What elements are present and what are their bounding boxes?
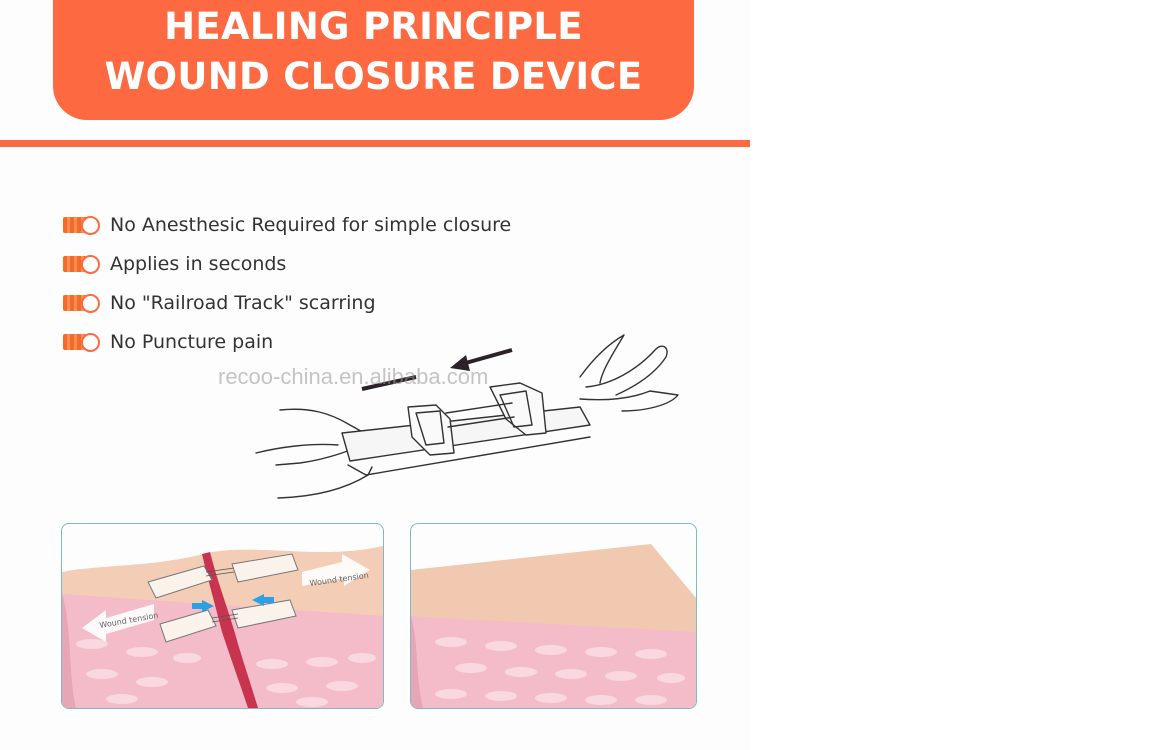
feature-item: Applies in seconds [63,244,511,283]
feature-item: No Puncture pain [63,322,511,361]
feature-label: No Anesthesic Required for simple closur… [110,213,512,236]
feature-label: No Puncture pain [110,330,274,353]
toggle-switch-icon [63,332,100,352]
wound-tension-diagram: Wound tension Wound tension [61,523,384,709]
toggle-switch-icon [63,254,100,274]
title-line-1: HEALING PRINCIPLE [164,5,583,48]
left-arrow-icon [361,348,513,391]
watermark: recoo-china.en.alibaba.com [218,364,489,389]
toggle-switch-icon [63,215,100,235]
healed-skin-diagram [410,523,697,709]
feature-list: No Anesthesic Required for simple closur… [63,205,511,361]
feature-label: No "Railroad Track" scarring [110,291,376,314]
feature-label: Applies in seconds [110,252,287,275]
title-line-2: WOUND CLOSURE DEVICE [104,55,643,98]
feature-item: No "Railroad Track" scarring [63,283,511,322]
product-info-panel: HEALING PRINCIPLE WOUND CLOSURE DEVICE N… [0,0,750,709]
device-application-illustration [255,334,679,499]
title-banner: HEALING PRINCIPLE WOUND CLOSURE DEVICE [53,0,694,120]
feature-item: No Anesthesic Required for simple closur… [63,205,511,244]
divider [0,140,750,147]
toggle-switch-icon [63,293,100,313]
